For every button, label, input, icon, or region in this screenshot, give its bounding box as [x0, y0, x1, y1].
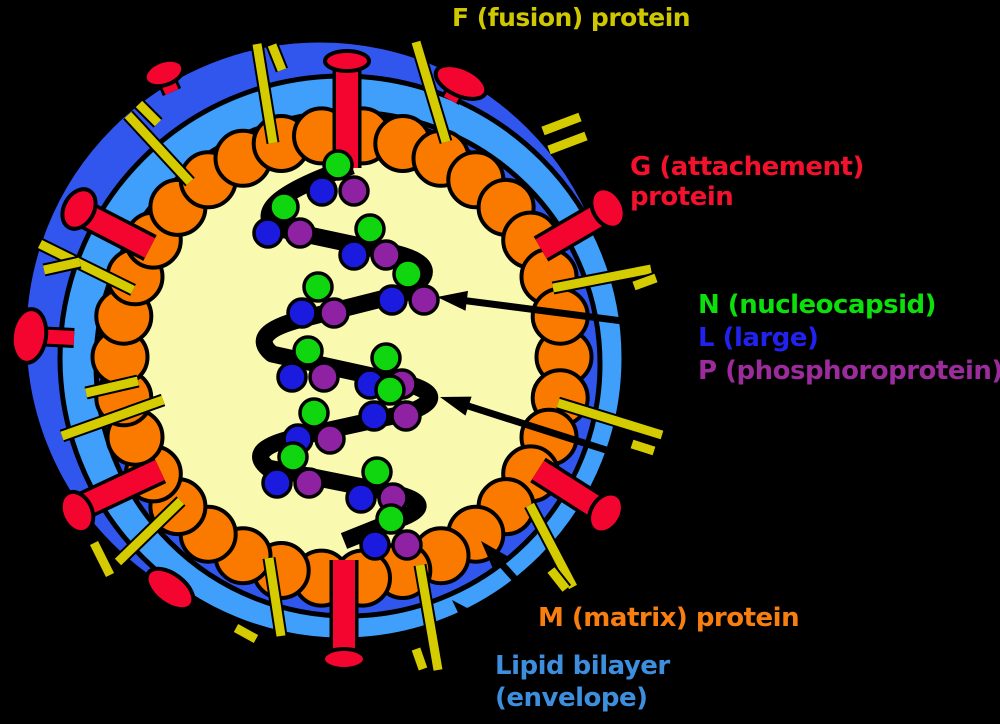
l-protein-label: L (large): [698, 323, 819, 353]
nlp-protein-clusters: [252, 149, 440, 561]
f-protein-spikes: [37, 40, 664, 672]
n-protein-label: N (nucleocapsid): [698, 290, 936, 320]
lipid-bilayer-label-line2: (envelope): [495, 683, 648, 713]
f-protein-label: F (fusion) protein: [452, 3, 691, 32]
nlp-protein-labels: N (nucleocapsid) L (large) P (phosphorop…: [698, 289, 1000, 388]
g-protein-label: G (attachement) protein: [630, 152, 864, 212]
g-protein-label-line1: G (attachement): [630, 152, 864, 182]
g-protein-label-line2: protein: [630, 182, 734, 212]
p-protein-label: P (phosphoroprotein): [698, 356, 1000, 386]
m-protein-label: M (matrix) protein: [538, 603, 800, 633]
lipid-bilayer-label: Lipid bilayer (envelope): [495, 650, 670, 714]
lipid-bilayer-label-line1: Lipid bilayer: [495, 651, 670, 681]
g-protein-spikes: [9, 49, 627, 671]
annotation-arrows: [437, 290, 702, 655]
